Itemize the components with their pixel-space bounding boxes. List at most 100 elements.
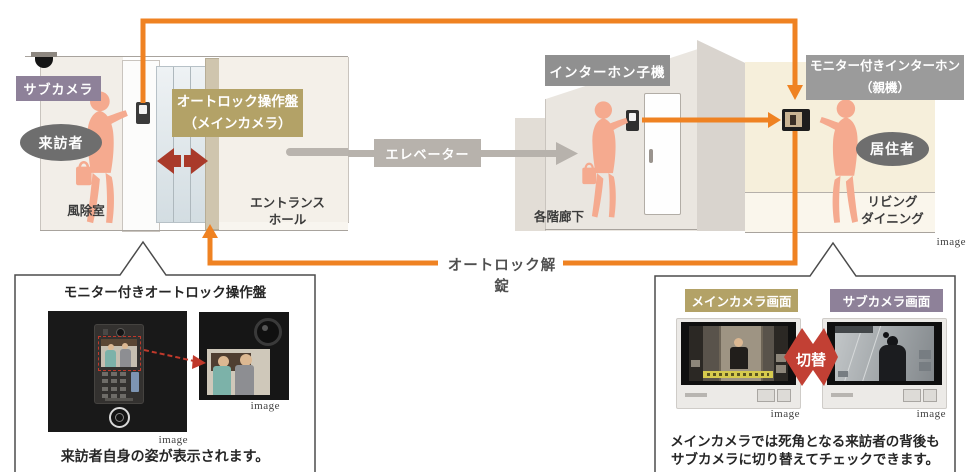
visitor-hair-bun xyxy=(883,332,889,338)
autolock-panel-badge: オートロック操作盤 （メインカメラ） xyxy=(172,89,303,137)
autolock-panel-photo xyxy=(48,311,187,432)
visitor-on-screen xyxy=(790,115,796,125)
autolock-panel-device xyxy=(136,102,150,124)
resident-label: 居住者 xyxy=(870,141,915,157)
sub-camera-screen-badge: サブカメラ画面 xyxy=(830,289,943,312)
visitor-label: 来訪者 xyxy=(38,134,84,151)
sub-monitor-caption: image xyxy=(916,408,946,420)
operation-panel-device-photo xyxy=(94,324,144,404)
keypad xyxy=(102,372,130,398)
autolock-panel-line1: オートロック操作盤 xyxy=(176,94,299,110)
main-camera-screen-label: メインカメラ画面 xyxy=(691,295,792,309)
sub-camera-monitor-photo xyxy=(822,318,947,409)
screen-ui-box xyxy=(838,371,848,377)
left-panel-title: モニター付きオートロック操作盤 xyxy=(63,285,267,300)
photo2-caption: image xyxy=(250,400,280,412)
speaker-icon xyxy=(103,329,108,335)
monitor-button xyxy=(777,389,791,402)
monitor-button xyxy=(903,389,921,402)
living-dining-label: リビング ダイニング xyxy=(850,194,935,228)
monitor-intercom-line2: （親機） xyxy=(859,80,910,95)
monitor-bezel xyxy=(681,322,796,385)
closeup-screen xyxy=(207,349,270,395)
switch-label: 切替 xyxy=(795,352,826,369)
person-head xyxy=(240,354,252,366)
right-panel-description-line2: サブカメラに切り替えてチェックできます。 xyxy=(671,452,939,467)
living-line1: リビング xyxy=(867,195,918,209)
monitor-button xyxy=(757,389,775,402)
man-figure xyxy=(235,365,254,395)
door-handle-icon xyxy=(649,149,653,163)
intercom-handset-device xyxy=(626,110,639,131)
person-head xyxy=(122,343,128,349)
corridor-shadow-wall xyxy=(515,118,545,231)
monitor-intercom-label: モニター付きインターホン （親機） xyxy=(810,56,960,99)
intercom-handset-label: インターホン子機 xyxy=(549,64,666,80)
sub-camera-screen-label: サブカメラ画面 xyxy=(842,295,931,309)
entrance-hall-line1: エントランス xyxy=(250,196,325,210)
screen-ui-box xyxy=(776,354,786,362)
elevator-label: エレベーター xyxy=(385,146,470,162)
operation-panel-screen xyxy=(101,339,137,367)
apartment-door xyxy=(644,93,681,215)
monitor-logo xyxy=(685,393,707,397)
autolock-panel-line2: （メインカメラ） xyxy=(183,116,292,131)
sub-camera-badge: サブカメラ xyxy=(16,76,101,101)
card-reader xyxy=(131,372,139,392)
emblem-inner-ring xyxy=(114,412,124,422)
living-perspective-wall xyxy=(697,40,745,231)
camera-lens-icon xyxy=(254,318,282,346)
autolock-unlock-label: オートロック解錠 xyxy=(447,258,557,295)
windbreak-room-label: 風除室 xyxy=(67,204,105,218)
photo1-caption: image xyxy=(158,434,188,446)
monitor-intercom-line1: モニター付きインターホン xyxy=(809,59,960,74)
screen-ui-box xyxy=(919,350,931,359)
left-panel-description: 来訪者自身の姿が表示されます。 xyxy=(60,448,270,464)
visitor-head xyxy=(734,338,743,347)
intercom-handset-badge: インターホン子機 xyxy=(545,55,670,86)
sub-camera-dome-icon xyxy=(35,57,53,68)
caption-bar xyxy=(703,371,773,378)
glass-mullion xyxy=(173,67,174,222)
caption-text-decor xyxy=(707,373,769,376)
visitor-body xyxy=(730,347,748,369)
monitor-button xyxy=(923,389,937,402)
main-monitor-caption: image xyxy=(770,408,800,420)
autolock-panel-label: オートロック操作盤 （メインカメラ） xyxy=(177,91,299,134)
sub-camera-mount xyxy=(31,52,57,57)
entrance-hall-floor xyxy=(219,222,348,231)
person-head xyxy=(108,344,114,350)
monitor-logo xyxy=(831,393,853,397)
glass-mullion xyxy=(190,67,191,222)
living-line2: ダイニング xyxy=(861,211,924,226)
sub-camera-view xyxy=(835,326,934,381)
right-panel-description-line1: メインカメラでは死角となる来訪者の背後も xyxy=(670,434,940,449)
scene-image-caption: image xyxy=(936,236,966,248)
screen-ui-box xyxy=(919,362,931,371)
screen-ui-box xyxy=(691,360,700,367)
woman-figure xyxy=(105,350,116,367)
main-camera-monitor-photo xyxy=(676,318,801,409)
screen-ui-bar xyxy=(835,326,873,333)
sub-camera-label: サブカメラ xyxy=(23,82,94,97)
monitor-closeup-photo xyxy=(199,312,289,400)
visitor-head-back xyxy=(887,336,898,347)
monitor-intercom-device xyxy=(782,109,810,131)
handrail xyxy=(286,148,348,156)
elevator-badge: エレベーター xyxy=(374,139,481,167)
visitor-back-body xyxy=(879,345,906,381)
monitor-intercom-badge: モニター付きインターホン （親機） xyxy=(806,55,964,100)
visitor-oval: 来訪者 xyxy=(20,124,102,161)
man-figure xyxy=(120,349,131,367)
monitor-bezel xyxy=(827,322,942,385)
highlight-dashed-box xyxy=(98,336,141,371)
floor-line xyxy=(40,230,348,231)
woman-figure xyxy=(213,366,231,395)
entrance-hall-label: エントランス ホール xyxy=(240,195,335,229)
bottom-slot xyxy=(105,398,133,401)
floor-corridor-label: 各階廊下 xyxy=(533,210,584,224)
autolock-panel-screen xyxy=(139,105,147,114)
resident-oval: 居住者 xyxy=(856,132,929,166)
dark-column xyxy=(689,326,703,381)
